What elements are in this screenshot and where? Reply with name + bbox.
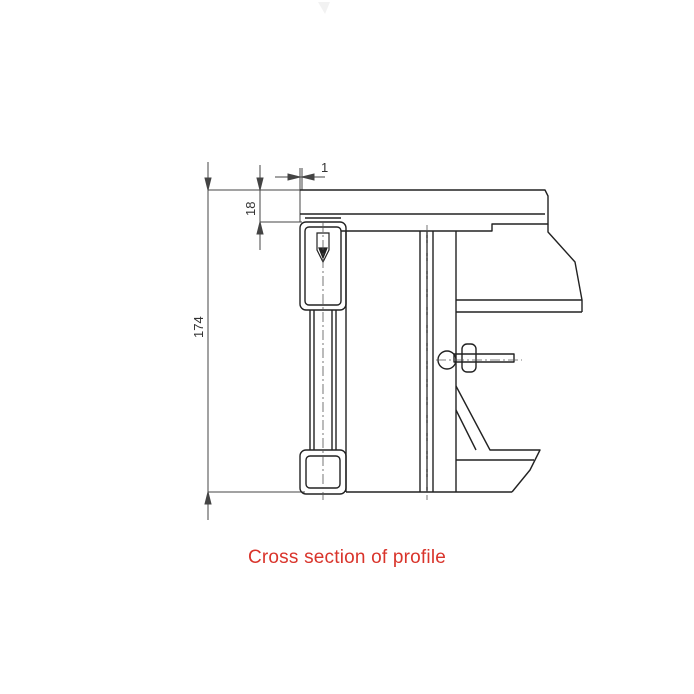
profile-body bbox=[299, 189, 583, 495]
lower-brace-inner bbox=[455, 409, 477, 451]
dim-1-arrow-left bbox=[287, 173, 301, 181]
pin-body bbox=[453, 353, 515, 363]
dim-18-label: 18 bbox=[243, 202, 258, 216]
dim-1-arrow-right bbox=[301, 173, 315, 181]
dim-1-label: 1 bbox=[321, 160, 328, 175]
deck-right-edge bbox=[547, 224, 583, 312]
dim-174-label: 174 bbox=[191, 316, 206, 338]
dim-18-arrow-bottom bbox=[256, 221, 264, 235]
dim-174-arrow-bottom bbox=[204, 491, 212, 505]
faint-top-mark bbox=[318, 2, 330, 14]
figure-caption: Cross section of profile bbox=[247, 547, 447, 568]
latch-pin bbox=[316, 232, 330, 264]
lower-brace bbox=[455, 385, 541, 493]
dimension-lines bbox=[204, 162, 325, 520]
center-lines bbox=[322, 222, 522, 500]
dim-174-arrow-top bbox=[204, 177, 212, 191]
dim-18-arrow-top bbox=[256, 177, 264, 191]
top-plate bbox=[300, 189, 549, 232]
pin-head bbox=[461, 343, 477, 373]
